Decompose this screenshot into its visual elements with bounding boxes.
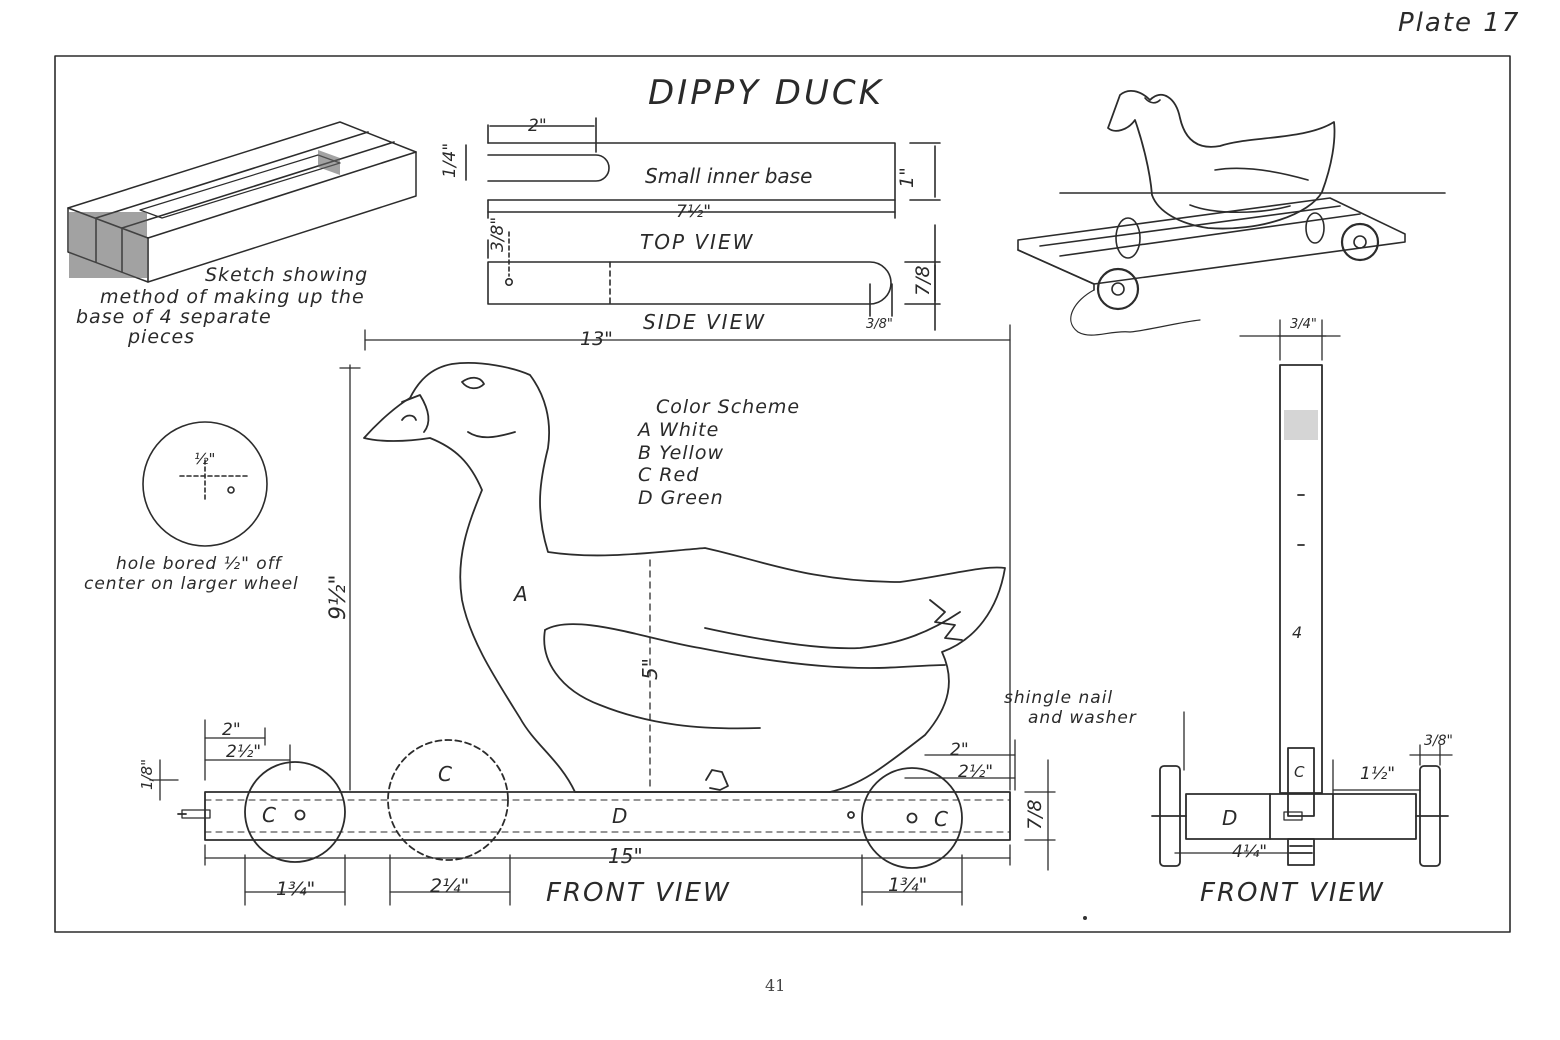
- top-dim-slot-length: 2": [528, 116, 547, 136]
- wheel-note-line1: hole bored ½" off: [116, 554, 282, 574]
- front-dim-height: 9½": [326, 574, 351, 620]
- end-dim-post: 4: [1292, 623, 1303, 642]
- side-view-label: SIDE VIEW: [643, 310, 766, 334]
- end-base-part-label: D: [1222, 806, 1238, 830]
- side-dim-hole-offset: 3/8": [488, 216, 508, 252]
- page-number: 41: [765, 976, 786, 995]
- color-scheme-item-a: A White: [638, 419, 720, 441]
- top-dim-slot-width: 1/4": [440, 142, 460, 178]
- front-dim-right-2: 2": [950, 740, 969, 760]
- base-part-label: D: [612, 804, 628, 828]
- front-dim-right-2-1-2: 2½": [958, 762, 994, 782]
- wheel-mid-part-label: C: [438, 762, 452, 786]
- color-scheme-item-c: C Red: [638, 464, 700, 486]
- duck-toy-sketch: [1017, 91, 1445, 335]
- front-view-label: FRONT VIEW: [546, 878, 731, 908]
- top-view-drawing: [466, 118, 940, 218]
- side-dim-height: 7/8: [912, 265, 934, 296]
- front-dim-base-height: 7/8: [1024, 799, 1046, 830]
- front-dim-wheel-right: 1¾": [888, 874, 928, 896]
- sketch-note-line2: method of making up the: [100, 286, 365, 308]
- sketch-note-line3: base of 4 separate: [76, 306, 272, 328]
- end-dim-top: 3/4": [1290, 317, 1317, 332]
- front-view-dimensions: [150, 325, 1055, 905]
- wheel-detail-dim: ½": [194, 450, 216, 468]
- end-post-part-label: C: [1294, 763, 1305, 781]
- top-view-part-name: Small inner base: [645, 164, 813, 188]
- front-dim-wheel-mid: 2¼": [430, 875, 470, 897]
- nail-note-line2: and washer: [1028, 708, 1137, 728]
- wheel-detail: [143, 422, 267, 546]
- front-dim-base-length: 15": [608, 844, 643, 868]
- front-dim-left-2: 2": [222, 720, 241, 740]
- wheel-note-line2: center on larger wheel: [84, 574, 299, 594]
- end-view-label: FRONT VIEW: [1200, 878, 1385, 908]
- color-scheme-item-d: D Green: [638, 487, 724, 509]
- drawing-title: DIPPY DUCK: [648, 73, 884, 113]
- front-dim-body: 5": [638, 658, 662, 680]
- front-dim-overall-width: 13": [580, 328, 613, 350]
- end-dim-base: 4¼": [1232, 842, 1268, 862]
- base-sketch: [68, 121, 416, 282]
- plate-border: [55, 56, 1510, 932]
- end-dim-small: 3/8": [1424, 733, 1453, 749]
- front-dim-wheel-left: 1¾": [276, 878, 316, 900]
- side-view-drawing: [488, 225, 940, 330]
- top-dim-width: 1": [896, 167, 918, 188]
- duck-part-label: A: [514, 582, 528, 606]
- end-dim-side: 1½": [1360, 764, 1396, 784]
- wheel-left-part-label: C: [262, 803, 276, 827]
- front-base-and-wheels: [178, 740, 1010, 868]
- plate-label: Plate 17: [1398, 8, 1521, 38]
- side-dim-end: 3/8": [866, 317, 893, 332]
- sketch-note-line1: Sketch showing: [205, 264, 369, 286]
- color-scheme-title: Color Scheme: [656, 396, 801, 418]
- front-dim-axle: 1/8": [138, 758, 156, 790]
- wheel-right-part-label: C: [934, 807, 948, 831]
- color-scheme-item-b: B Yellow: [638, 442, 725, 464]
- sketch-note-line4: pieces: [128, 326, 196, 348]
- front-dim-left-2-1-2: 2½": [226, 742, 262, 762]
- end-view-drawing: [1152, 320, 1452, 866]
- top-dim-length: 7½": [676, 202, 712, 222]
- nail-note-line1: shingle nail: [1004, 688, 1114, 708]
- top-view-label: TOP VIEW: [640, 230, 755, 254]
